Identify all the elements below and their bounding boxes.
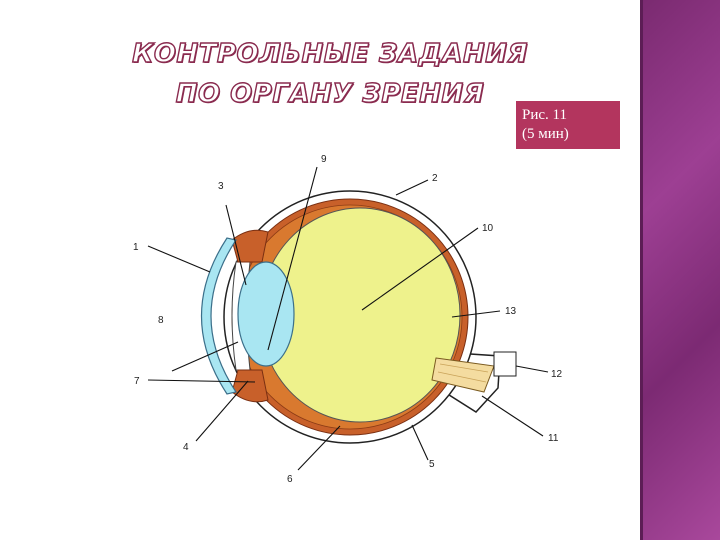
ciliary-body-upper	[231, 229, 269, 263]
cornea	[200, 237, 237, 395]
decorative-side-bar	[640, 0, 720, 540]
caption-line-1: Рис. 11	[522, 107, 567, 123]
leader-line-9	[267, 166, 318, 351]
leader-line-6	[297, 425, 341, 471]
leader-line-4	[195, 380, 249, 442]
label-box-12	[493, 351, 517, 377]
side-bar-edge	[640, 0, 643, 540]
leader-line-8	[171, 341, 239, 372]
leader-line-2	[395, 179, 429, 196]
label-1: 1	[133, 242, 139, 253]
optic-nerve-fiber	[437, 371, 487, 383]
title-line-2: ПО ОРГАНУ ЗРЕНИЯ	[175, 78, 485, 109]
leader-line-5	[411, 424, 429, 461]
caption-line-2: (5 мин)	[522, 126, 569, 142]
eye-diagram: 9 3 2 10 1 13 8 12 7 11 4 5 6	[133, 154, 563, 485]
leader-line-10	[361, 227, 479, 311]
lens	[237, 261, 295, 367]
label-2: 2	[432, 173, 438, 184]
label-3: 3	[218, 181, 224, 192]
leader-line-3	[225, 204, 247, 286]
label-12: 12	[551, 369, 563, 380]
optic-nerve-fiber	[439, 363, 489, 373]
label-11: 11	[548, 433, 559, 444]
optic-nerve	[431, 357, 495, 393]
leader-line-1	[147, 245, 211, 273]
label-7: 7	[134, 376, 140, 387]
label-5: 5	[429, 459, 435, 470]
title-line-1: КОНТРОЛЬНЫЕ ЗАДАНИЯ	[131, 38, 528, 69]
label-8: 8	[158, 315, 164, 326]
leader-line-13	[451, 310, 501, 318]
label-6: 6	[287, 474, 293, 485]
leader-line-7	[147, 379, 256, 383]
leader-line-12	[515, 365, 549, 373]
leader-line-11	[481, 395, 544, 437]
figure-caption: Рис. 11 (5 мин)	[516, 101, 620, 149]
label-13: 13	[505, 306, 517, 317]
label-4: 4	[183, 442, 189, 453]
slide-title: КОНТРОЛЬНЫЕ ЗАДАНИЯ ПО ОРГАНУ ЗРЕНИЯ	[100, 34, 560, 114]
label-10: 10	[482, 223, 494, 234]
ciliary-body-lower	[231, 369, 269, 403]
label-9: 9	[321, 154, 327, 165]
